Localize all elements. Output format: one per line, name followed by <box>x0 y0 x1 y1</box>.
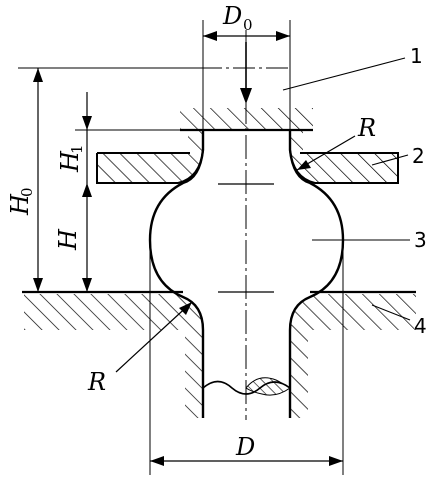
dimension-d0: D 0 <box>203 2 290 41</box>
callout-3: 3 <box>312 228 427 252</box>
dimension-h: H <box>54 183 92 292</box>
label-h: H <box>54 228 82 251</box>
label-d0-sub: 0 <box>243 16 253 34</box>
label-r-top: R <box>357 114 376 142</box>
svg-text:4: 4 <box>414 314 427 338</box>
dimension-d: D <box>149 240 344 475</box>
callout-1: 1 <box>282 44 423 91</box>
lower-die <box>22 290 416 418</box>
label-h0-sub: 0 <box>18 187 36 197</box>
label-h0: H <box>6 193 34 216</box>
label-d: D <box>235 433 255 461</box>
force-arrow <box>240 42 252 104</box>
svg-text:3: 3 <box>414 228 427 252</box>
radius-r-bottom: R <box>87 301 193 396</box>
radius-r-top: R <box>296 114 376 171</box>
label-d0: D <box>222 2 242 30</box>
label-h1-sub: 1 <box>68 144 86 154</box>
callout-4: 4 <box>371 304 427 338</box>
label-h1: H <box>56 150 84 173</box>
svg-text:2: 2 <box>412 144 425 168</box>
dimension-h0: H 0 <box>6 67 203 292</box>
label-r-bottom: R <box>87 368 106 396</box>
callout-2: 2 <box>371 144 425 168</box>
svg-text:1: 1 <box>410 44 423 68</box>
